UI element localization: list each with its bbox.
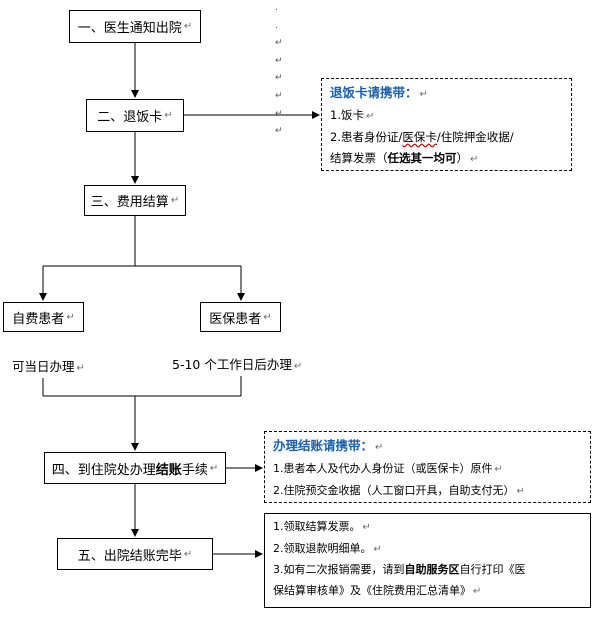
branch-self-pay-patient: 自费患者↵ [3,302,84,332]
dot-mark: . [275,3,278,13]
finish-note-line-4: 保结算审核单》及《住院费用汇总清单》↵ [273,581,582,603]
paragraph-mark: ↵ [183,548,193,560]
checkout-note-line-1-text: 1.患者本人及代办人身份证（或医保卡）原件 [273,462,493,475]
finish-note-line-3a: 3.如有二次报销需要，请到 [273,563,405,576]
step-1-doctor-notifies: 一、医生通知出院↵ [69,10,201,43]
finish-note-line-1: 1.领取结算发票。↵ [273,517,582,539]
step-2-return-meal-card: 二、退饭卡↵ [86,99,184,132]
finish-note-line-1-text: 1.领取结算发票。 [273,520,361,533]
insured-timing: 5-10 个工作日后办理↵ [172,354,302,373]
meal-card-note-line-3c: ） [456,151,469,165]
finish-note-line-3: 3.如有二次报销需要，请到自助服务区自行打印《医 [273,560,582,581]
paragraph-mark: ↵ [275,55,283,66]
paragraph-mark: ↵ [470,154,479,165]
checkout-note-line-2-text: 2.住院预交金收据（人工窗口开具，自助支付无） [273,484,515,497]
paragraph-mark: ↵ [362,522,371,533]
paragraph-mark: ↵ [275,90,283,101]
finish-note-line-2: 2.领取退款明细单。↵ [273,539,582,561]
paragraph-mark: ↵ [76,363,85,374]
step-1-label: 一、医生通知出院 [77,21,182,36]
paragraph-mark: ↵ [365,111,375,122]
dot-mark: . [275,20,278,31]
paragraph-mark: ↵ [275,126,283,137]
step-4-label-part2: 手续 [181,462,208,478]
paragraph-mark: ↵ [516,486,525,497]
paragraph-mark: ↵ [170,195,180,206]
step-2-label: 二、退饭卡 [97,110,163,125]
self-pay-label: 自费患者 [12,311,65,327]
meal-card-note-line-2: 2.患者身份证/医保卡/住院押金收据/ [330,127,563,148]
step-5-label: 五、出院结账完毕 [77,548,182,564]
finish-note-line-3c: 自行打印《医 [459,563,526,576]
paragraph-mark: ↵ [275,73,283,84]
paragraph-mark: ↵ [275,108,283,119]
discharge-complete-note: 1.领取结算发票。↵ 2.领取退款明细单。↵ 3.如有二次报销需要，请到自助服务… [264,513,591,608]
meal-card-note-line-3b: 任选其一均可 [387,151,457,165]
step-3-fee-settlement: 三、费用结算↵ [84,185,186,216]
checkout-note-title: 办理结账请携带： [273,438,374,453]
self-pay-timing-text: 可当日办理 [12,359,75,374]
meal-card-note-line-1: 1.饭卡↵ [330,105,563,127]
paragraph-mark: ↵ [373,543,382,555]
checkout-requirements-note: 办理结账请携带：↵ 1.患者本人及代办人身份证（或医保卡）原件↵ 2.住院预交金… [264,431,591,503]
paragraph-mark: ↵ [183,21,193,32]
meal-card-note-line-3: 结算发票（任选其一均可）↵ [330,148,563,170]
paragraph-mark: ↵ [263,311,272,323]
finish-note-line-2-text: 2.领取退款明细单。 [273,541,372,555]
branch-insured-patient: 医保患者↵ [200,302,281,332]
step-3-label: 三、费用结算 [90,195,169,210]
meal-card-note-line-3a: 结算发票（ [330,151,388,165]
paragraph-mark-column: . . ↵ ↵ ↵ ↵ ↵ ↵ [275,0,289,141]
paragraph-mark: ↵ [419,89,428,100]
meal-card-note-line-2b: 医保卡 [402,130,437,144]
step-4-label-bold: 结账 [155,462,182,478]
checkout-note-title-row: 办理结账请携带：↵ [273,435,582,458]
step-4-checkout-procedure: 四、到住院处办理结账手续↵ [44,452,226,484]
meal-card-note-line-1-text: 1.饭卡 [330,108,364,122]
meal-card-requirements-note: 退饭卡请携带：↵ 1.饭卡↵ 2.患者身份证/医保卡/住院押金收据/ 结算发票（… [321,78,572,171]
meal-card-note-line-2c: /住院押金收据/ [436,130,514,144]
paragraph-mark: ↵ [66,311,75,323]
paragraph-mark: ↵ [494,464,503,475]
paragraph-mark: ↵ [293,361,303,372]
meal-card-note-title: 退饭卡请携带： [330,85,418,100]
paragraph-mark: ↵ [164,110,173,121]
meal-card-note-line-2a: 2.患者身份证/ [330,130,403,144]
step-4-label-part1: 四、到住院处办理 [51,462,156,478]
paragraph-mark: ↵ [209,462,219,474]
step-5-discharge-complete: 五、出院结账完毕↵ [57,538,213,570]
checkout-note-line-2: 2.住院预交金收据（人工窗口开具，自助支付无）↵ [273,480,582,502]
paragraph-mark: ↵ [375,442,384,453]
paragraph-mark: ↵ [275,38,283,49]
finish-note-line-3b: 自助服务区 [404,563,460,576]
self-pay-timing: 可当日办理↵ [12,356,85,375]
paragraph-mark: ↵ [473,585,482,597]
insured-timing-text: 5-10 个工作日后办理 [172,357,292,372]
finish-note-line-4-text: 保结算审核单》及《住院费用汇总清单》 [273,583,471,597]
meal-card-note-title-row: 退饭卡请携带：↵ [330,82,563,105]
checkout-note-line-1: 1.患者本人及代办人身份证（或医保卡）原件↵ [273,458,582,480]
insured-label: 医保患者 [209,311,262,327]
